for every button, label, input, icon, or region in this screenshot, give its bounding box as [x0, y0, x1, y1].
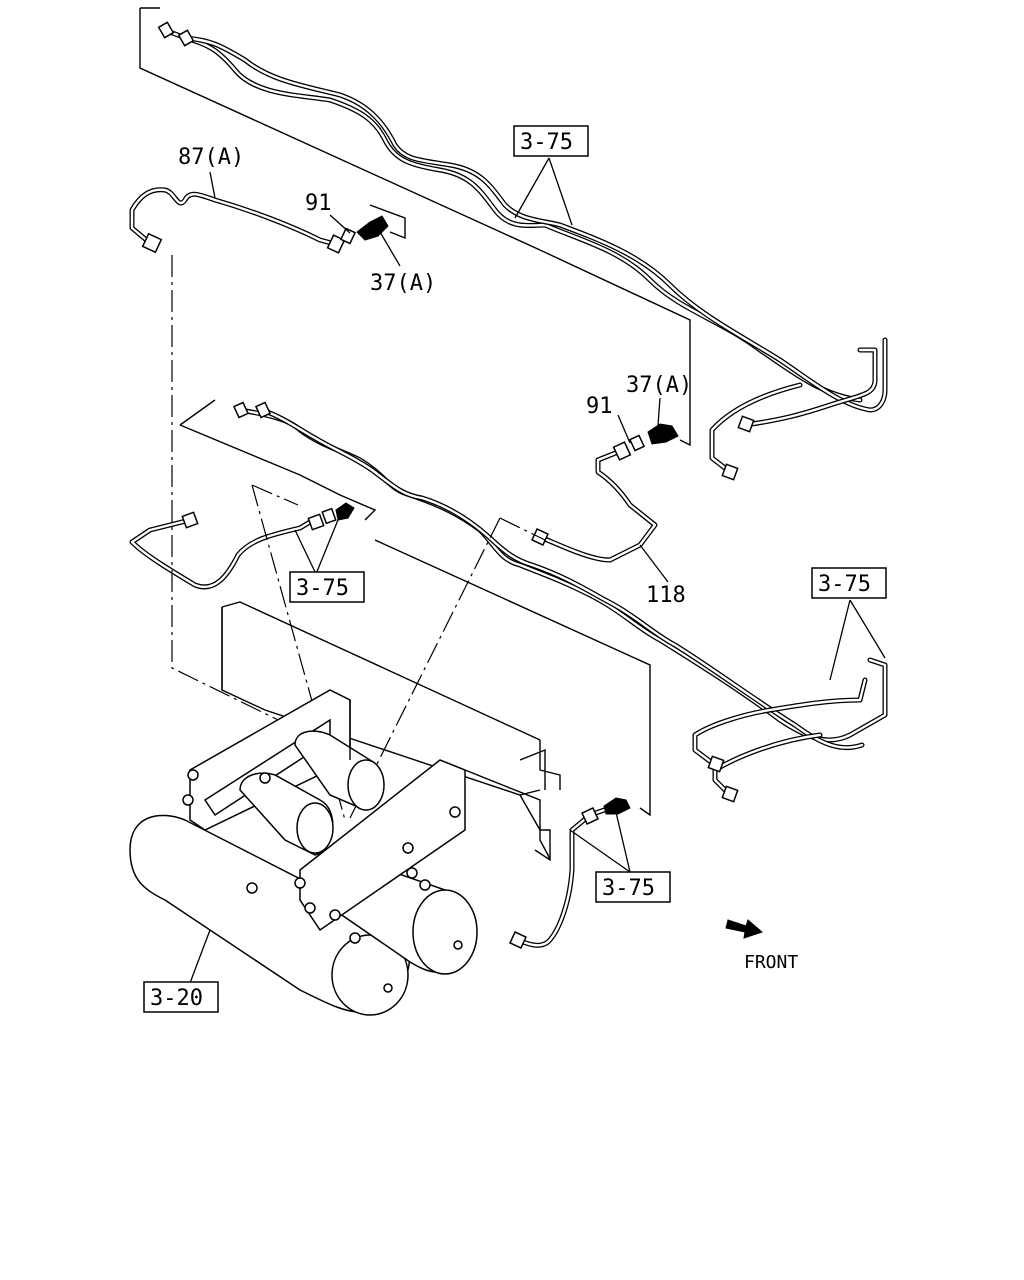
ref-tank-label: 3-20 — [150, 986, 203, 1011]
callout-118: 118 — [646, 583, 686, 608]
union-37a-top — [356, 215, 389, 241]
middle-pipe-bundle — [232, 401, 888, 803]
ref-right-label: 3-75 — [818, 572, 871, 597]
washer-91-top — [339, 227, 357, 245]
callout-91-top: 91 — [305, 191, 332, 216]
callout-37a-right: 37(A) — [626, 373, 692, 398]
left-lower-pipe — [129, 502, 355, 590]
upper-frame-panel — [139, 7, 691, 447]
front-label: FRONT — [744, 952, 798, 973]
ref-box-bottom: 3-75 — [595, 871, 671, 903]
leader-lines — [189, 157, 886, 984]
pipe-118 — [531, 423, 679, 563]
callout-91-right: 91 — [586, 394, 613, 419]
washer-91-right — [628, 434, 646, 452]
callout-87a: 87(A) — [178, 145, 244, 170]
middle-frame-panel — [179, 399, 651, 862]
ref-box-tank: 3-20 — [143, 981, 219, 1013]
ref-box-right: 3-75 — [811, 567, 887, 599]
air-tank-assembly — [129, 689, 551, 1016]
front-direction-indicator: FRONT — [725, 919, 798, 973]
callout-37a-top: 37(A) — [370, 271, 436, 296]
ref-mid-left-label: 3-75 — [296, 576, 349, 601]
front-arrow-icon — [725, 919, 763, 939]
ref-box-mid-left: 3-75 — [289, 571, 365, 603]
pipe-87a — [129, 187, 389, 254]
frame-crossmember — [221, 607, 546, 790]
ref-bottom-label: 3-75 — [602, 876, 655, 901]
tank-supply-pipe — [509, 797, 631, 949]
ref-box-top: 3-75 — [513, 125, 589, 157]
ref-top-label: 3-75 — [520, 130, 573, 155]
union-37a-right — [647, 423, 679, 445]
